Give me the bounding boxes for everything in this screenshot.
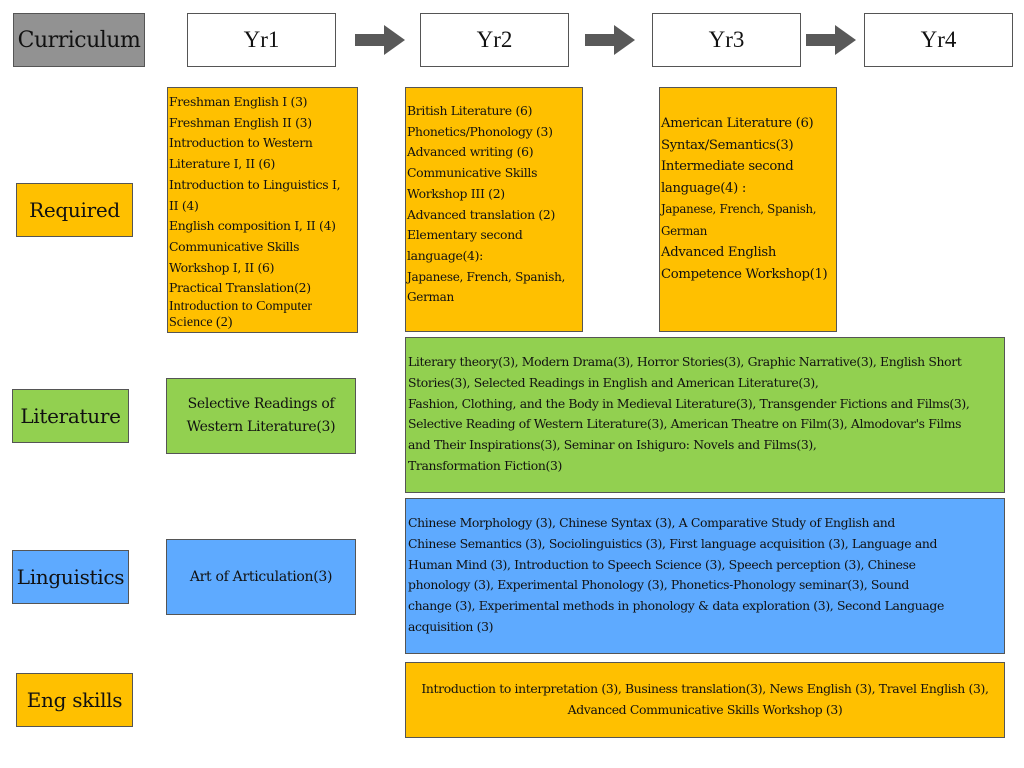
course-item: German (661, 223, 708, 238)
required-yr1-courses: Freshman English I (3) Freshman English … (167, 87, 358, 333)
category-label: Literature (20, 404, 121, 428)
course-line: Stories(3), Selected Readings in English… (408, 374, 819, 390)
course-line: phonology (3), Experimental Phonology (3… (408, 577, 909, 593)
course-item: Selective Readings of (187, 396, 335, 412)
course-line: Transformation Fiction(3) (408, 457, 563, 473)
category-literature: Literature (12, 389, 129, 443)
course-item: language(4): (407, 247, 484, 263)
category-label: Linguistics (16, 565, 125, 589)
course-item: Intermediate second (661, 159, 794, 174)
curriculum-header: Curriculum (13, 13, 145, 67)
course-item: Japanese, French, Spanish, (661, 202, 817, 216)
category-label: Required (29, 198, 120, 222)
course-line: Introduction to interpretation (3), Busi… (421, 681, 989, 696)
course-line: Advanced Communicative Skills Workshop (… (567, 701, 843, 717)
course-item: Japanese, French, Spanish, (407, 269, 566, 284)
course-item: Elementary second (407, 227, 523, 243)
course-item: Introduction to Linguistics I, (169, 176, 341, 192)
year-header-yr4: Yr4 (864, 13, 1013, 67)
right-arrow-icon (806, 25, 856, 55)
course-item: Practical Translation(2) (169, 280, 311, 296)
course-item: British Literature (6) (407, 103, 533, 118)
course-item: Communicative Skills (407, 165, 538, 181)
course-item: American Literature (6) (661, 116, 814, 131)
course-item: Science (2) (169, 315, 233, 331)
course-line: Chinese Semantics (3), Sociolinguistics … (408, 535, 938, 551)
category-eng-skills: Eng skills (16, 673, 133, 727)
eng-skills-electives: Introduction to interpretation (3), Busi… (405, 662, 1005, 738)
course-line: Human Mind (3), Introduction to Speech S… (408, 556, 916, 572)
year-header-yr3: Yr3 (652, 13, 801, 67)
course-item: language(4) : (661, 180, 747, 196)
category-required: Required (16, 183, 133, 237)
required-yr3-courses: American Literature (6) Syntax/Semantics… (659, 87, 837, 332)
course-item: Workshop III (2) (407, 185, 505, 201)
category-label: Eng skills (26, 688, 123, 712)
year-label: Yr2 (476, 27, 513, 52)
course-item: Competence Workshop(1) (661, 266, 828, 282)
course-line: Literary theory(3), Modern Drama(3), Hor… (408, 354, 962, 369)
course-item: Introduction to Computer (169, 299, 313, 315)
course-item: Literature I, II (6) (169, 156, 276, 172)
year-label: Yr1 (243, 27, 280, 52)
course-line: Fashion, Clothing, and the Body in Medie… (408, 395, 970, 411)
right-arrow-icon (585, 25, 635, 55)
course-item: Art of Articulation(3) (189, 568, 333, 585)
category-linguistics: Linguistics (12, 550, 129, 604)
year-label: Yr3 (708, 27, 745, 52)
literature-yr1-course: Selective Readings of Western Literature… (166, 378, 356, 454)
course-item: Syntax/Semantics(3) (661, 137, 794, 153)
year-header-yr2: Yr2 (420, 13, 569, 67)
literature-electives: Literary theory(3), Modern Drama(3), Hor… (405, 337, 1005, 493)
course-line: Selective Reading of Western Literature(… (408, 416, 962, 432)
required-yr2-courses: British Literature (6) Phonetics/Phonolo… (405, 87, 583, 332)
right-arrow-icon (355, 25, 405, 55)
course-item: Advanced writing (6) (407, 144, 534, 160)
course-item: Communicative Skills (169, 238, 300, 254)
course-item: Freshman English I (3) (169, 94, 308, 109)
course-item: II (4) (169, 197, 199, 213)
course-line: Chinese Morphology (3), Chinese Syntax (… (408, 515, 895, 530)
course-item: German (407, 290, 454, 305)
course-item: Advanced English (661, 245, 777, 260)
course-line: acquisition (3) (408, 618, 494, 634)
course-item: English composition I, II (4) (169, 218, 336, 234)
curriculum-label: Curriculum (17, 27, 141, 53)
linguistics-yr1-course: Art of Articulation(3) (166, 539, 356, 615)
course-item: Introduction to Western (169, 135, 313, 151)
year-header-yr1: Yr1 (187, 13, 336, 67)
course-line: change (3), Experimental methods in phon… (408, 598, 944, 614)
course-line: and Their Inspirations(3), Seminar on Is… (408, 437, 817, 453)
year-label: Yr4 (920, 27, 957, 52)
course-item: Workshop I, II (6) (169, 259, 275, 275)
course-item: Freshman English II (3) (169, 114, 312, 130)
course-item: Western Literature(3) (186, 419, 336, 435)
course-item: Advanced translation (2) (407, 206, 556, 222)
linguistics-electives: Chinese Morphology (3), Chinese Syntax (… (405, 498, 1005, 654)
course-item: Phonetics/Phonology (3) (407, 123, 553, 139)
